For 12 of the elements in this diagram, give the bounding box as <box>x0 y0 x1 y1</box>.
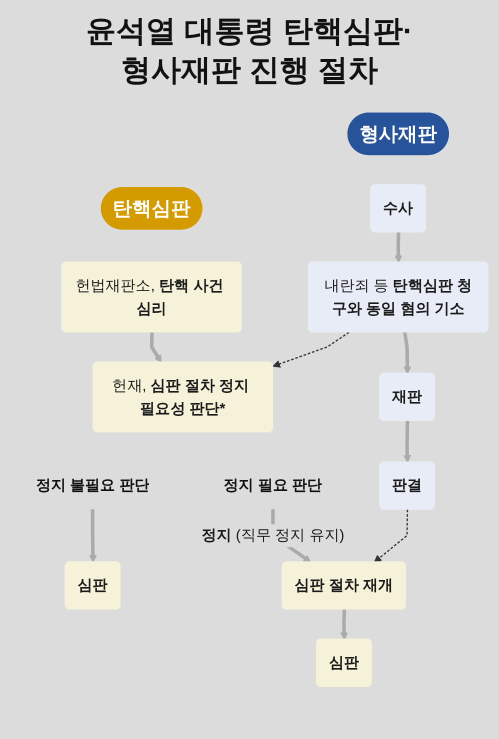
arrow <box>403 420 412 463</box>
arrow <box>374 510 408 563</box>
arrow <box>340 610 348 640</box>
title: 윤석열 대통령 탄핵심판·형사재판 진행 절차 <box>85 14 414 89</box>
node-text: 정지 필요 판단 <box>224 476 322 494</box>
arrow <box>272 332 350 368</box>
arrow <box>394 232 402 263</box>
arrow <box>150 332 162 363</box>
edge-label: 정지 (직무 정지 유지) <box>202 526 344 544</box>
arrow <box>89 509 97 563</box>
arrow <box>403 332 412 374</box>
node-text: 정지 불필요 판단 <box>36 476 150 494</box>
